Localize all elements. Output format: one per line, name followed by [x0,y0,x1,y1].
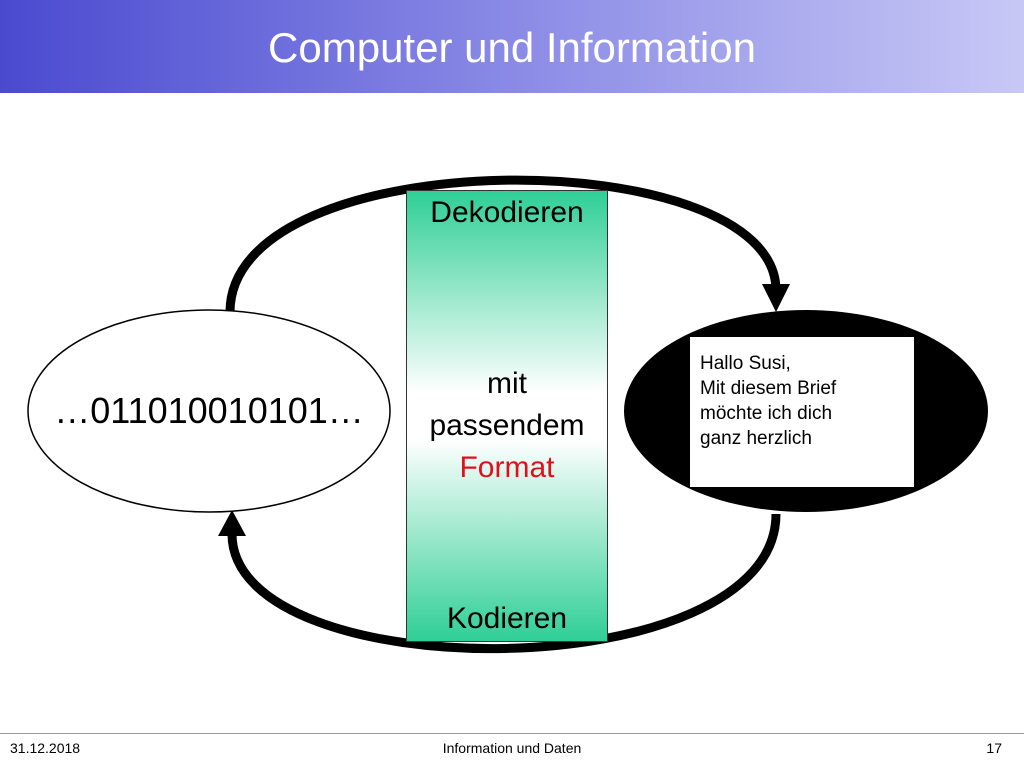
format-line-3: Format [459,451,555,484]
slide-title: Computer und Information [268,24,756,71]
letter-line-3: möchte ich dich [700,403,833,424]
footer-divider [0,733,1024,734]
letter-line-2: Mit diesem Brief [700,378,837,399]
decode-label: Dekodieren [430,196,584,229]
footer-title: Information und Daten [442,740,582,756]
binary-ellipse [27,309,391,513]
decode-arrowhead [762,284,790,312]
letter-line-1: Hallo Susi, [700,353,791,374]
encode-label: Kodieren [446,602,568,635]
format-line-2: passendem [429,409,585,442]
format-box: Dekodieren mit passendem Format Kodieren [406,190,608,642]
decode-arc-arrow [225,175,781,313]
title-bar [0,0,1024,93]
format-line-1: mit [487,367,527,400]
binary-data-text: …011010010101… [54,390,364,431]
footer-date: 31.12.2018 [10,740,81,756]
page-number: 17 [986,740,1002,756]
encode-arrowhead [218,510,246,536]
letter-box: Hallo Susi, Mit diesem Brief möchte ich … [690,337,914,487]
encode-arc-arrow [227,513,781,653]
letter-line-4: ganz herzlich [700,428,812,449]
format-text: mit passendem Format [407,363,607,489]
